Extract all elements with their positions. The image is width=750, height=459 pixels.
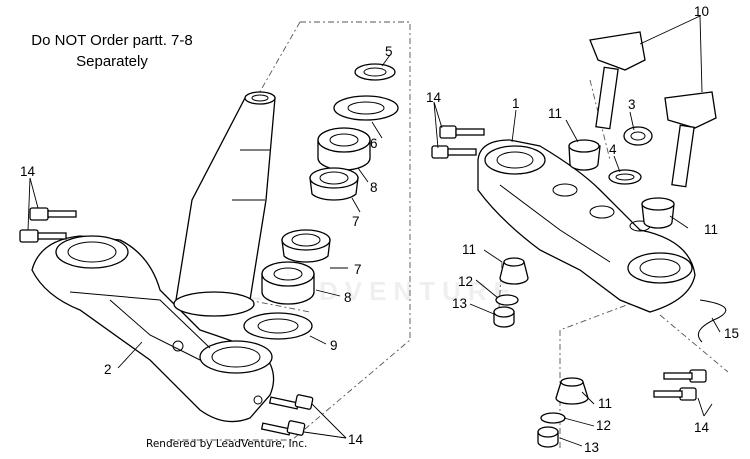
callout-3: 3 (628, 97, 636, 112)
leader-lines (27, 15, 721, 447)
seal-6 (333, 95, 399, 121)
order-note-line2: Separately (76, 53, 148, 70)
bolts-bottom (260, 394, 314, 436)
callout-9: 9 (330, 338, 338, 353)
render-credit: Rendered by LeadVenture, Inc. (146, 438, 308, 450)
callouts: 1 2 3 4 5 6 7 7 8 8 9 10 11 11 11 11 12 … (20, 4, 739, 455)
order-note-line1: Do NOT Order partt. 7-8 (31, 32, 193, 49)
callout-12-mid: 12 (458, 274, 473, 289)
callout-11-right: 11 (704, 222, 718, 237)
bushings (493, 126, 675, 448)
callout-4: 4 (609, 142, 617, 157)
callout-7-upper: 7 (352, 214, 360, 229)
callout-1: 1 (512, 96, 520, 111)
callout-14-left: 14 (20, 164, 36, 179)
callout-8-upper: 8 (370, 180, 378, 195)
callout-15: 15 (724, 326, 739, 341)
bolts-lower-right (653, 369, 707, 401)
callout-6: 6 (370, 136, 378, 151)
callout-11-bottom: 11 (598, 396, 612, 411)
clip-15 (698, 299, 727, 343)
callout-13-bottom: 13 (584, 440, 599, 455)
upper-triple-clamp (477, 139, 696, 313)
bolts-upper-left (431, 125, 485, 159)
callout-11-mid: 11 (462, 242, 476, 257)
callout-8-lower: 8 (344, 290, 352, 305)
bearing-stack (243, 63, 399, 340)
callout-2: 2 (104, 362, 112, 377)
callout-5: 5 (385, 44, 393, 59)
callout-10: 10 (694, 4, 709, 19)
callout-13-mid: 13 (452, 296, 467, 311)
callout-14-right: 14 (694, 420, 710, 435)
order-note: Do NOT Order partt. 7-8 Separately (12, 30, 212, 72)
handlebars (589, 31, 717, 188)
callout-7-lower: 7 (354, 262, 362, 277)
callout-14-bottom: 14 (348, 432, 364, 447)
ring-nut-5 (354, 63, 396, 81)
callout-14-upper: 14 (426, 90, 442, 105)
lower-triple-clamp (31, 235, 275, 423)
bolts-left (19, 207, 77, 243)
callout-12-bottom: 12 (596, 418, 611, 433)
steering-stem (173, 91, 276, 317)
seal-9 (243, 312, 313, 340)
callout-11-top: 11 (548, 106, 562, 121)
